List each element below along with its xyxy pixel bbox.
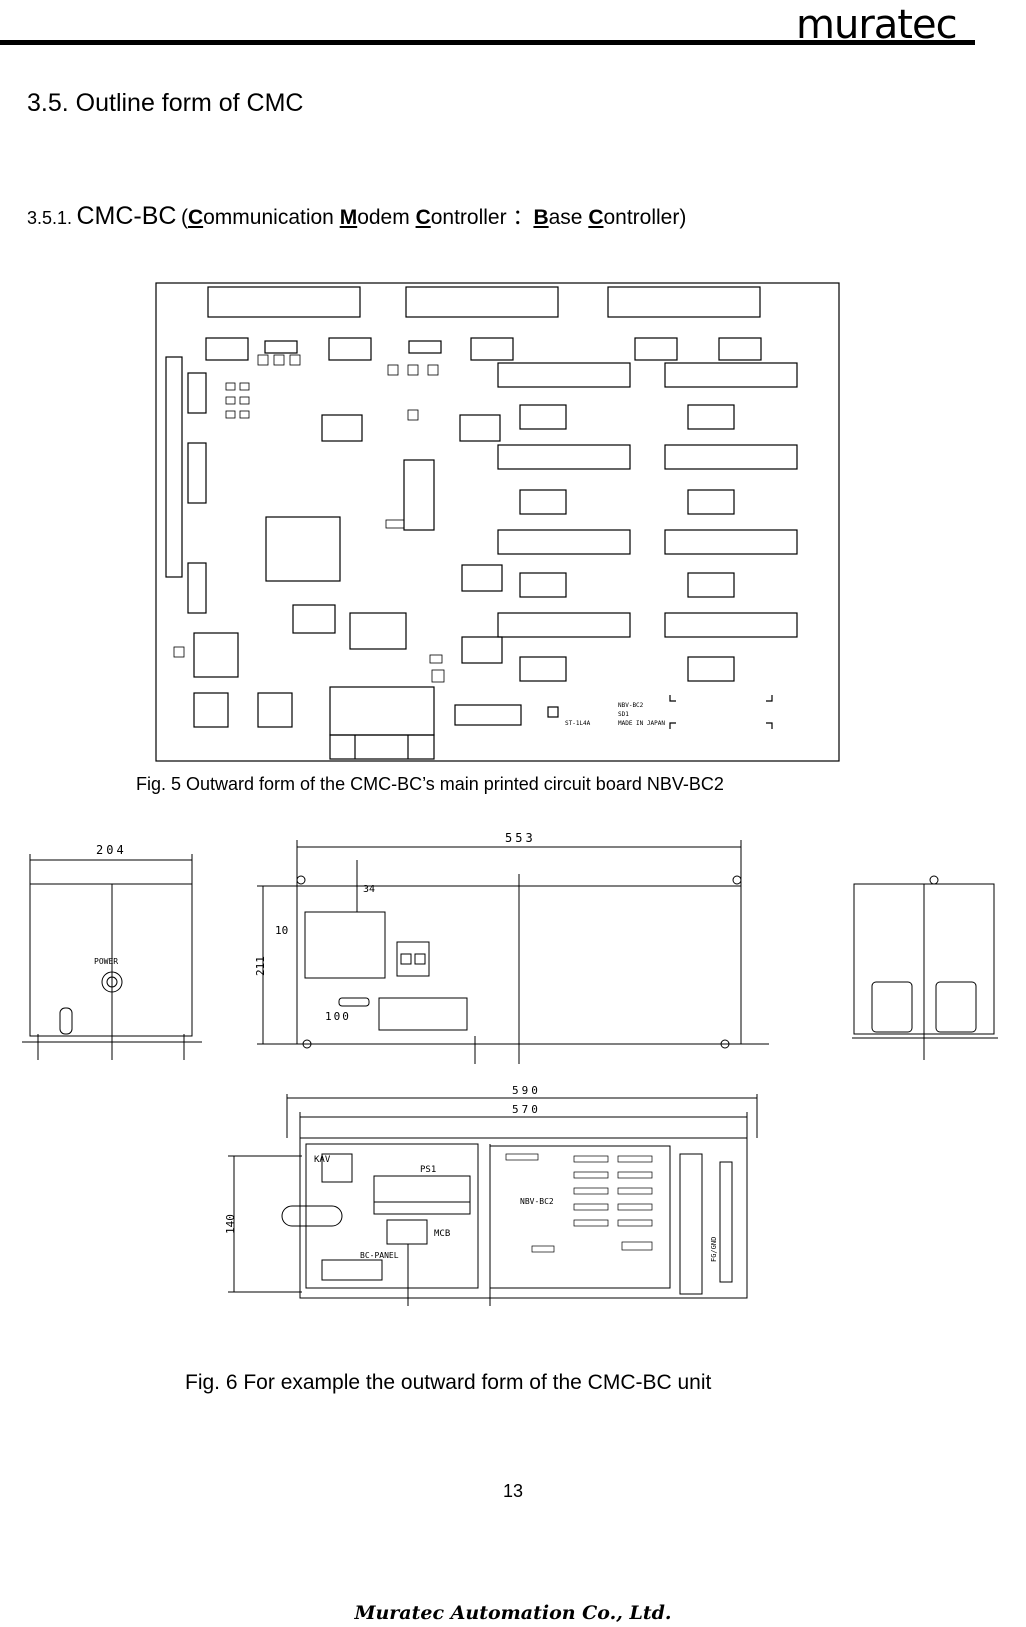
unit-side-view-right <box>852 875 998 1060</box>
board-maker-label: ST-1L4A <box>565 720 591 727</box>
dim-570: 570 <box>512 1103 541 1116</box>
power-label: POWER <box>94 957 118 966</box>
section-title: 3.5. Outline form of CMC <box>27 89 304 117</box>
board-made-in-label: MADE IN JAPAN <box>618 720 665 727</box>
ps1-label: PS1 <box>420 1165 436 1175</box>
dim-211: 211 <box>255 956 267 976</box>
subsection-expansion: (Communication Modem Controller ：Base Co… <box>180 206 687 229</box>
dim-590: 590 <box>512 1084 541 1097</box>
board-sd-label: SD1 <box>618 711 629 718</box>
dim-100: 100 <box>325 1010 351 1023</box>
fig5-caption: Fig. 5 Outward form of the CMC-BC’s main… <box>136 774 724 794</box>
kav-label: KAV <box>314 1155 331 1165</box>
subsection-name: CMC-BC <box>76 202 177 230</box>
board-model-label: NBV-BC2 <box>618 702 644 709</box>
unit-front-view: 553 211 10 34 100 <box>255 831 769 1064</box>
page-number: 13 <box>502 1481 524 1501</box>
dim-140: 140 <box>224 1214 237 1234</box>
mcb-label: MCB <box>434 1229 450 1239</box>
header-rule <box>0 40 975 45</box>
dim-10: 10 <box>275 924 288 937</box>
nbv-label: NBV-BC2 <box>520 1197 554 1206</box>
subsection-title: 3.5.1. CMC-BC (Communication Modem Contr… <box>27 201 686 231</box>
bc-panel-label: BC-PANEL <box>360 1251 399 1260</box>
fig6-caption: Fig. 6 For example the outward form of t… <box>185 1371 712 1394</box>
unit-top-view: 590 570 140 KAV PS1 MCB BC-PANEL NBV-BC2… <box>224 1084 758 1306</box>
unit-side-view-left: 204 POWER <box>22 843 202 1060</box>
fg-gnd-label: FG/GND <box>710 1237 718 1262</box>
pcb-board-drawing: NBV-BC2 SD1 MADE IN JAPAN ST-1L4A <box>155 282 840 762</box>
dim-34: 34 <box>363 884 375 895</box>
dim-553: 553 <box>505 831 536 845</box>
dim-204: 204 <box>96 843 127 857</box>
subsection-number: 3.5.1. <box>27 208 73 228</box>
footer-company: Muratec Automation Co., Ltd. <box>354 1602 672 1624</box>
